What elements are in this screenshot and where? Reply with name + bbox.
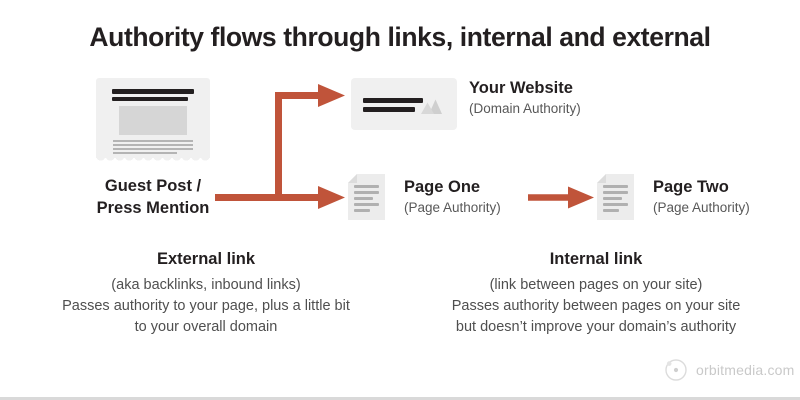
- your-website-subtitle: (Domain Authority): [469, 101, 581, 117]
- external-caption-line-1: (aka backlinks, inbound links): [111, 277, 301, 293]
- internal-caption-line-1: (link between pages on your site): [489, 277, 703, 293]
- internal-caption-line-3: but doesn’t improve your domain’s author…: [455, 319, 737, 336]
- external-link-caption-body: (aka backlinks, inbound links) Passes au…: [18, 275, 394, 338]
- your-website-title: Your Website: [469, 79, 573, 97]
- document-line-2: [603, 191, 628, 194]
- guest-post-label-line1: Guest Post /: [104, 177, 202, 195]
- article-headline-bar-1: [112, 89, 194, 94]
- external-link-caption-title: External link: [156, 250, 256, 268]
- article-text-line-4: [113, 152, 177, 154]
- document-line-3: [354, 197, 373, 200]
- page-one-document-icon: [348, 174, 385, 220]
- article-text-line-3: [113, 148, 193, 150]
- your-website-text: Your Website (Domain Authority): [469, 79, 581, 118]
- page-two-subtitle: (Page Authority): [653, 200, 750, 216]
- page-one-subtitle: (Page Authority): [404, 200, 501, 216]
- torn-paper-edge-icon: [96, 156, 210, 165]
- internal-caption-line-2: Passes authority between pages on your s…: [451, 298, 741, 315]
- page-two-title: Page Two: [653, 178, 729, 196]
- article-image-placeholder: [119, 106, 187, 135]
- internal-link-caption: Internal link (link between pages on you…: [404, 250, 788, 338]
- orbit-media-logo-text: orbitmedia.com: [696, 362, 795, 378]
- guest-post-card-icon: [96, 78, 210, 166]
- orbit-icon: [665, 359, 687, 381]
- document-line-4: [603, 203, 628, 206]
- document-line-4: [354, 203, 379, 206]
- document-line-2: [354, 191, 379, 194]
- external-link-caption: External link (aka backlinks, inbound li…: [18, 250, 394, 338]
- mountain-image-icon: [421, 99, 442, 114]
- page-two-document-icon: [597, 174, 634, 220]
- document-line-1: [603, 185, 628, 188]
- article-headline-bar-2: [112, 97, 188, 101]
- page-one-title: Page One: [404, 178, 481, 196]
- external-caption-line-3: to your overall domain: [134, 319, 278, 336]
- document-line-5: [603, 209, 619, 212]
- arrow-internal-page-one-to-page-two: [528, 186, 594, 209]
- document-line-1: [354, 185, 379, 188]
- document-line-5: [354, 209, 370, 212]
- guest-post-label-line2: Press Mention: [96, 198, 210, 217]
- website-text-bar-1: [363, 98, 423, 103]
- article-text-line-2: [113, 144, 193, 146]
- internal-link-caption-title: Internal link: [549, 250, 643, 268]
- orbit-media-logo[interactable]: orbitmedia.com: [663, 357, 795, 383]
- document-folded-corner-icon: [348, 174, 357, 183]
- external-caption-line-2: Passes authority to your page, plus a li…: [62, 298, 350, 315]
- website-text-bar-2: [363, 107, 415, 112]
- page-two-text: Page Two (Page Authority): [653, 178, 750, 217]
- your-website-card-icon: [351, 78, 457, 130]
- guest-post-label: Guest Post / Press Mention: [36, 176, 270, 220]
- page-title: Authority flows through links, internal …: [89, 22, 711, 52]
- document-folded-corner-icon: [597, 174, 606, 183]
- article-text-line-1: [113, 140, 193, 142]
- page-one-text: Page One (Page Authority): [404, 178, 501, 217]
- internal-link-caption-body: (link between pages on your site) Passes…: [404, 275, 788, 338]
- document-line-3: [603, 197, 622, 200]
